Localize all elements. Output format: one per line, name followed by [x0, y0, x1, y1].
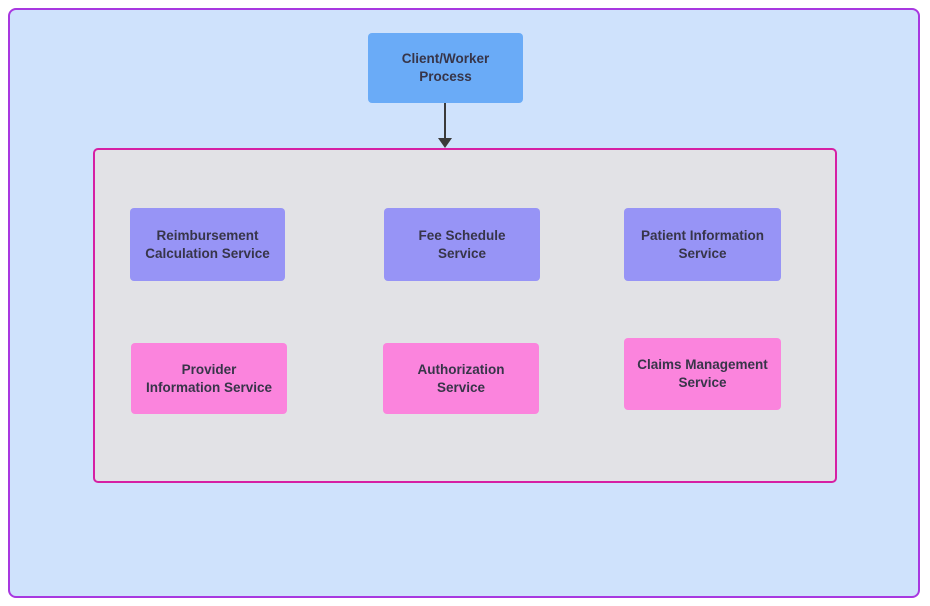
node-label: Authorization Service: [417, 361, 505, 395]
node-label: Claims Management Service: [637, 357, 768, 390]
services-container[interactable]: [93, 148, 837, 483]
connector-line: [444, 103, 446, 139]
node-provider-information-service[interactable]: Provider Information Service: [131, 343, 287, 414]
node-label: Patient Information Service: [640, 227, 764, 261]
node-authorization-service[interactable]: Authorization Service: [383, 343, 539, 414]
node-label: Fee Schedule Service: [418, 227, 506, 261]
node-patient-information-service[interactable]: Patient Information Service: [624, 208, 781, 281]
node-label: Reimbursement Calculation Service: [145, 227, 270, 261]
node-claims-management-service[interactable]: Claims Management Service: [624, 338, 781, 410]
node-client-worker-process[interactable]: Client/Worker Process: [368, 33, 523, 103]
node-label: Client/Worker Process: [401, 51, 490, 84]
node-reimbursement-calculation-service[interactable]: Reimbursement Calculation Service: [130, 208, 285, 281]
node-fee-schedule-service[interactable]: Fee Schedule Service: [384, 208, 540, 281]
arrowhead-icon: [438, 138, 452, 148]
node-label: Provider Information Service: [145, 361, 273, 395]
